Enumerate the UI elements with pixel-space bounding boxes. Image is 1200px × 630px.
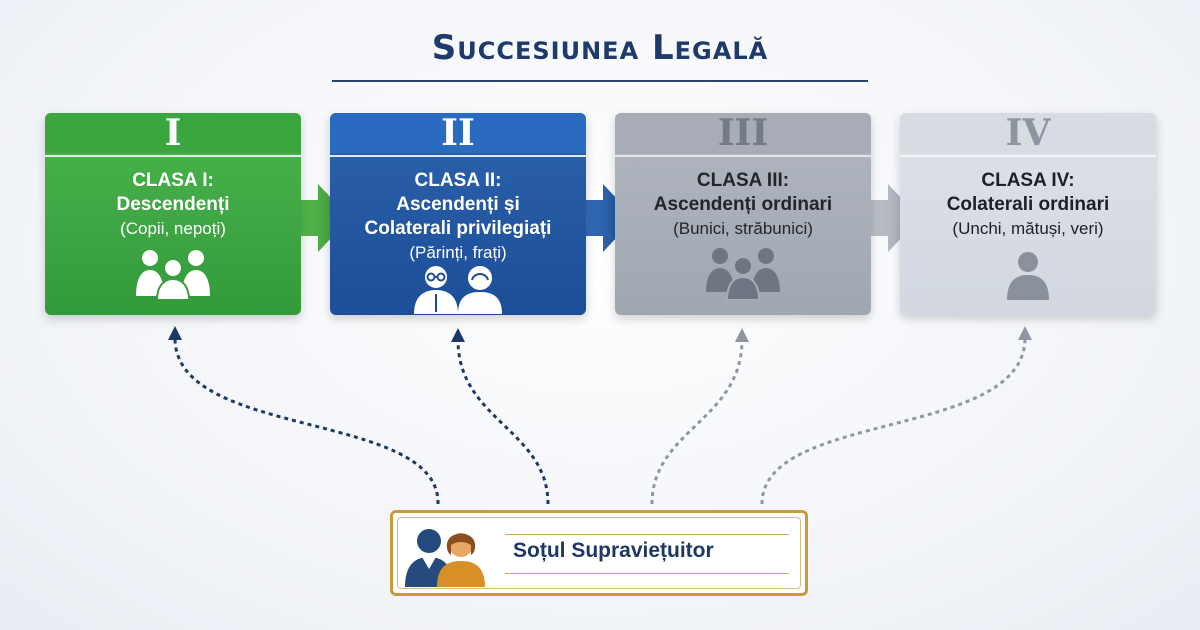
elderly-couple-icon <box>414 266 502 314</box>
class-3-heirs: Ascendenți ordinari <box>653 194 833 215</box>
diagram-title: Succesiunea Legală <box>431 28 769 68</box>
person-icon <box>1007 252 1049 300</box>
spouse-link-class-1 <box>173 337 440 505</box>
title-underline <box>332 80 868 82</box>
couple-icon <box>405 529 485 587</box>
class-3-label: CLASA III: <box>696 170 790 191</box>
class-4-numeral: IV <box>900 113 1156 153</box>
class-1-card: I CLASA I: Descendenți (Copii, nepoți) <box>45 113 301 315</box>
class-2-numeral: II <box>330 113 586 153</box>
class-2-card: II CLASA II: Ascendenți și Colaterali pr… <box>330 113 586 315</box>
class-2-heirs-line-2: Colaterali privilegiați <box>364 218 552 239</box>
class-4-label: CLASA IV: <box>981 170 1075 191</box>
class-3-numeral: III <box>615 113 871 153</box>
class-2-examples: (Părinți, frați) <box>409 243 507 262</box>
spouse-link-class-4 <box>760 337 1027 505</box>
class-2-heirs-line-1: Ascendenți și <box>396 194 520 215</box>
spouse-link-class-2 <box>456 339 550 505</box>
class-1-examples: (Copii, nepoți) <box>120 219 226 238</box>
link-arrowhead-2 <box>451 328 465 342</box>
class-3-card: III CLASA III: Ascendenți ordinari (Buni… <box>615 113 871 315</box>
class-1-label: CLASA I: <box>132 170 214 191</box>
class-1-numeral: I <box>45 113 301 153</box>
class-3-examples: (Bunici, străbunici) <box>673 219 813 238</box>
link-arrowhead-4 <box>1018 326 1032 340</box>
spouse-link-class-3 <box>650 339 744 505</box>
link-arrowhead-3 <box>735 328 749 342</box>
surviving-spouse-label: Soțul Supraviețuitor <box>513 539 714 562</box>
class-4-heirs: Colaterali ordinari <box>946 194 1110 215</box>
people-group-icon <box>706 248 780 301</box>
link-arrowhead-1 <box>168 326 182 340</box>
family-icon <box>136 250 210 301</box>
class-4-card: IV CLASA IV: Colaterali ordinari (Unchi,… <box>900 113 1156 315</box>
class-4-examples: (Unchi, mătuși, veri) <box>952 219 1104 238</box>
surviving-spouse-box: Soțul Supraviețuitor <box>390 510 808 596</box>
class-2-label: CLASA II: <box>414 170 502 191</box>
class-1-heirs: Descendenți <box>116 194 230 215</box>
